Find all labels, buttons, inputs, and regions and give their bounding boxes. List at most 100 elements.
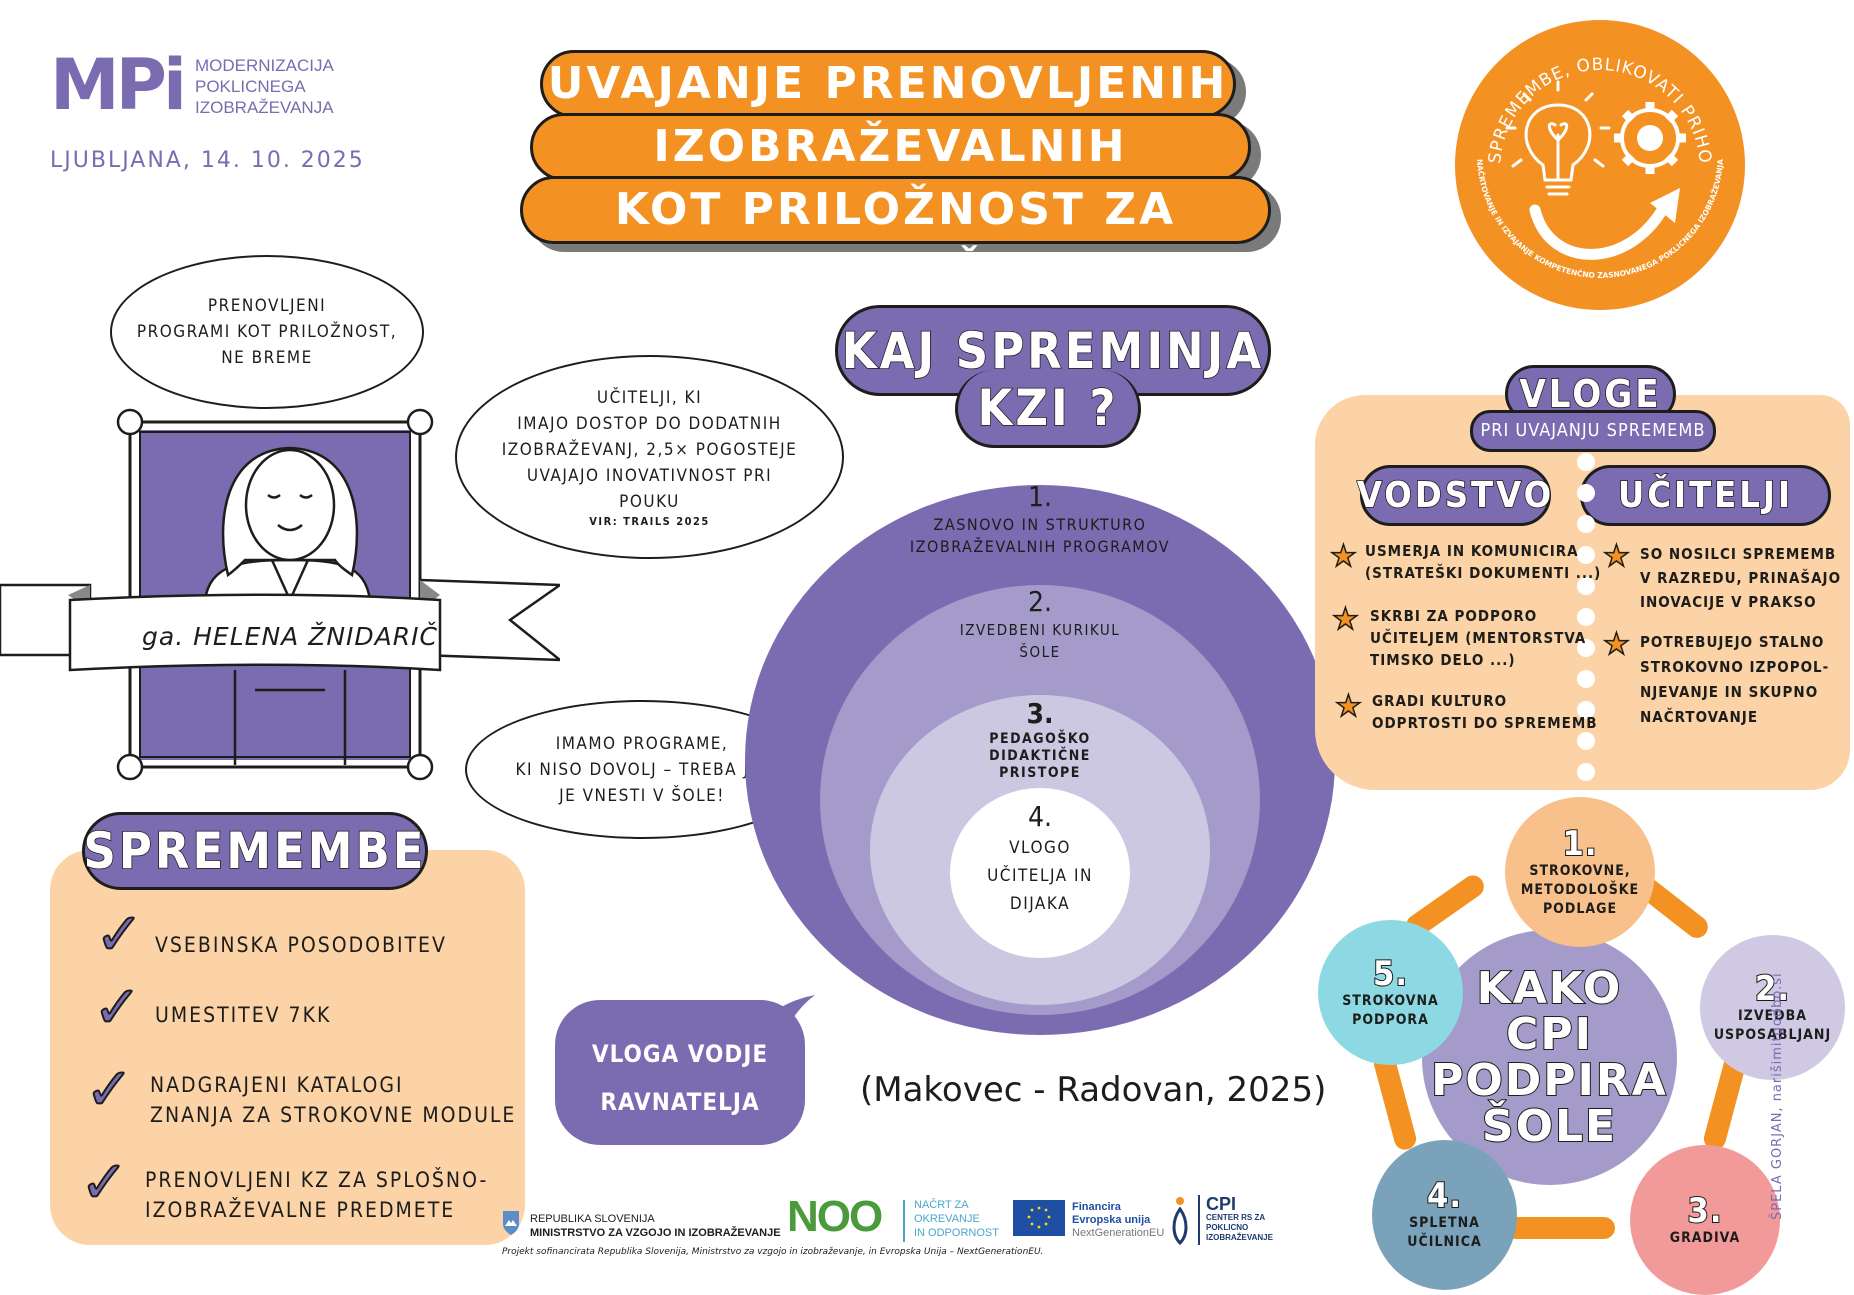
cpi-node-4: 4. SPLETNA UČILNICA [1372,1140,1517,1290]
ring-number: 2. [1027,585,1053,618]
logo-line: MODERNIZACIJA [195,56,334,75]
speaker-name: ga. HELENA ŽNIDARIČ [142,622,438,651]
logo-line: IZOBRAŽEVANJA [195,98,334,117]
lightbulb-icon [1505,80,1611,196]
node-number: 1. [1562,823,1598,864]
change-item-2: UMESTITEV 7KK [155,1000,331,1030]
ring-1-label: 1. ZASNOVO in STRUKTURO IZOBRAŽEVALNIH P… [870,480,1210,558]
eu-line: Evropska unija [1072,1214,1151,1226]
leader-line: RAVNATELJA [600,1088,760,1116]
ring-line: IZVEDBENI KURIKUL [959,621,1121,639]
bubble-line: POUKU [619,492,680,512]
item-line: INOVACIJE V PRAKSO [1640,593,1817,611]
bubble-source: VIR: TRAILS 2025 [589,515,710,528]
item-line: SO NOSILCI SPREMEMB [1640,545,1837,563]
speech-bubble-opportunity: PRENOVLJENI PROGRAMI KOT PRILOŽNOST, NE … [110,255,424,409]
illustrator-credit: ŠPELA GORJAN, narišimitgodbo.si [1770,972,1785,1220]
title-line-1: UVAJANJE PRENOVLJENIH [540,50,1236,118]
eu-line: NextGenerationEU [1072,1227,1165,1239]
center-line: KAKO [1476,962,1623,1014]
kzi-heading-line-2: KZI ? [955,370,1141,448]
kzi-heading-line-1: KAJ SPREMINJA [835,305,1271,396]
cpi-center-circle: KAKO CPI PODPIRA ŠOLE [1422,930,1677,1185]
noo-line: IN ODPORNOST [914,1227,999,1239]
ring-number: 3. [1026,697,1054,730]
change-item-4: PRENOVLJENI KZ ZA SPLOŠNO- IZOBRAŽEVALNE… [145,1165,488,1225]
item-line: V RAZREDU, PRINAŠAJO [1640,569,1842,587]
teachers-item-1: SO NOSILCI SPREMEMB V RAZREDU, PRINAŠAJO… [1640,542,1841,614]
event-date: LJUBLJANA, 14. 10. 2025 [50,148,365,173]
change-item-1: VSEBINSKA POSODOBITEV [155,930,447,960]
bubble-line: IZOBRAŽEVANJ, 2,5× POGOSTEJE [501,440,798,460]
speech-bubble-bring-to-schools: IMAMO PROGRAME, KI NISO DOVOLJ – TREBA J… [465,700,819,839]
ring-line: DIDAKTIČNE [989,748,1091,764]
node-line: IZVEDBA [1738,1007,1807,1024]
main-title-banner: UVAJANJE PRENOVLJENIH IZOBRAŽEVALNIH PRO… [520,45,1280,297]
cycle-arrow-4-5 [1371,1049,1419,1153]
speech-bubble-teachers-stat: UČITELJI, KI IMAJO DOSTOP DO DODATNIH IZ… [455,355,844,559]
cpi-line: CENTER RS ZA [1206,1213,1266,1222]
ring-4 [950,788,1130,958]
item-line: NJEVANJE IN SKUPNO [1640,683,1819,701]
bubble-line: IMAJO DOSTOP DO DODATNIH [517,414,782,434]
bubble-line: PROGRAMI KOT PRILOŽNOST, [136,322,398,342]
node-line: STROKOVNE, [1529,862,1631,879]
node-line: PODLAGE [1542,900,1618,917]
citation: (Makovec - Radovan, 2025) [860,1070,1327,1110]
center-line: ŠOLE [1481,1100,1618,1152]
badge-graphic: VODITI SPREMEMBE, OBLIKOVATI PRIHODNOST:… [1448,5,1725,280]
ring-number: 1. [1027,480,1053,513]
mpi-logo-text: MODERNIZACIJA POKLICNEGA IZOBRAŽEVANJA [195,55,334,118]
item-line: TIMSKO DELO ...) [1370,651,1516,669]
title-line-2: IZOBRAŽEVALNIH PROGRAMOV [530,113,1251,234]
roles-heading-leadership: VODSTVO [1356,465,1552,526]
node-line: METODOLOŠKE [1520,881,1640,898]
item-line: SKRBI ZA PODPORO [1370,607,1538,625]
noo-logo-mark: NOO [787,1192,883,1241]
center-line: PODPIRA [1430,1054,1668,1106]
cpi-node-1: 1. STROKOVNE, METODOLOŠKE PODLAGE [1505,797,1655,947]
ring-3-label: 3. PEDAGOŠKO DIDAKTIČNE PRISTOPE [940,697,1140,782]
title-line-3: KOT PRILOŽNOST ZA RAZVOJ ŠOL [520,176,1271,297]
item-line: VSEBINSKA POSODOBITEV [155,933,447,957]
ring-line: DIJAKA [1009,894,1071,914]
node-number: 3. [1687,1190,1723,1231]
star-icon: ★ [1602,627,1630,662]
item-line: PRENOVLJENI KZ ZA SPLOŠNO- [145,1168,489,1192]
cpi-node-2: 2. IZVEDBA USPOSABLJANJ [1700,935,1845,1080]
star-icon: ★ [1331,602,1359,637]
changes-title: SPREMEMBE [82,812,428,890]
frame-ornaments [116,408,434,781]
leadership-item-2: SKRBI ZA PODPORO UČITELJEM (MENTORSTVA T… [1370,605,1586,671]
node-line: GRADIVA [1669,1229,1741,1246]
item-line: NADGRAJENI KATALOGI [150,1073,404,1097]
slovenia-coat-of-arms-icon [503,1211,519,1235]
cpi-mark: CPI [1206,1194,1237,1214]
roles-heading-teachers: UČITELJI [1580,465,1831,526]
leader-line: VLOGA VODJE [591,1040,769,1068]
cpi-line: IZOBRAŽEVANJE [1206,1233,1273,1242]
checkmark-icon: ✓ [79,1148,130,1216]
leadership-item-3: GRADI KULTURO ODPRTOSTI DO SPREMEMB [1372,690,1598,734]
noo-divider [903,1200,905,1242]
ring-line: UČITELJA in [987,866,1093,886]
arrow-up-right-icon [1529,188,1680,260]
node-line: UČILNICA [1407,1234,1482,1250]
ministry-line-2: MINISTRSTVO ZA VZGOJO IN IZOBRAŽEVANJE [530,1227,781,1239]
eu-line: Financira [1072,1201,1121,1213]
cpi-divider [1198,1195,1200,1245]
noo-text: NAČRT ZA OKREVANJE IN ODPORNOST [914,1198,999,1240]
bubble-line: PRENOVLJENI [207,296,327,316]
item-line: ZNANJA ZA STROKOVNE MODULE [150,1103,517,1127]
node-line: SPLETNA [1409,1215,1480,1231]
ring-line: VLOGO [1009,838,1071,858]
bubble-line: UVAJAJO INOVATIVNOST PRI [526,466,773,486]
portrait-person [203,446,372,765]
star-icon: ★ [1329,539,1357,574]
node-line: PODPORA [1352,1011,1429,1028]
bubble-line: IMAMO PROGRAME, [555,733,729,754]
ministry-text: REPUBLIKA SLOVENIJA MINISTRSTVO ZA VZGOJ… [530,1212,781,1240]
cpi-line: POKLICNO [1206,1223,1249,1232]
cpi-node-3: 3. GRADIVA [1630,1145,1780,1295]
node-line: USPOSABLJANJ [1713,1026,1832,1043]
